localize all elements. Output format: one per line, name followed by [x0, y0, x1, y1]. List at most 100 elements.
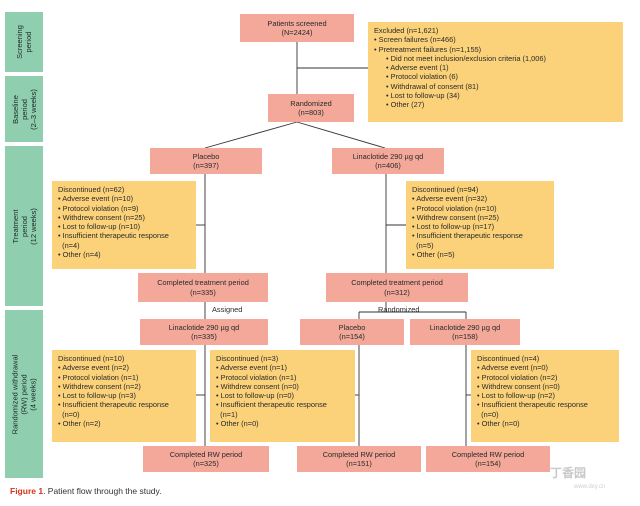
disc-line: • Adverse event (n=10) — [58, 194, 134, 204]
disc-line: • Withdrew consent (n=25) — [58, 212, 146, 222]
linaclotide-label: Linaclotide 290 µg qd — [352, 151, 424, 161]
completed-treatment-label: Completed treatment period — [157, 278, 249, 288]
completed-rw-label: Completed RW period — [169, 449, 243, 459]
disc-line: • Protocol violation (n=2) — [477, 372, 558, 382]
watermark-logo: 丁香园 — [550, 466, 587, 480]
disc-line: • Protocol violation (n=9) — [58, 203, 139, 213]
completed-rw2-box: Completed RW period (n=151) — [297, 446, 421, 472]
disc-line: • Lost to follow-up (n=0) — [216, 391, 294, 401]
disc-line: • Insufficient therapeutic response — [412, 231, 523, 241]
disc-line: • Insufficient therapeutic response — [477, 400, 588, 410]
completed-rw-count: (n=154) — [475, 459, 501, 468]
randomized-label: Randomized — [290, 98, 332, 108]
figure-caption-text: . Patient flow through the study. — [43, 486, 162, 496]
disc-line: • Other (n=5) — [412, 250, 455, 260]
disc-line: Discontinued (n=4) — [477, 354, 540, 363]
excluded-item: • Protocol violation (6) — [386, 72, 459, 82]
excluded-title: Excluded (n=1,621) — [374, 26, 439, 35]
disc-line: Discontinued (n=62) — [58, 185, 125, 194]
disc-line: • Lost to follow-up (n=10) — [58, 222, 141, 232]
disc-line: (n=0) — [477, 409, 499, 419]
disc-line: Discontinued (n=3) — [216, 354, 279, 363]
patients-screened-count: (N=2424) — [281, 28, 313, 37]
rw-linaclotide-label: Linaclotide 290 µg qd — [429, 322, 501, 332]
phase-treatment-label: Treatment period (12 weeks) — [10, 207, 38, 245]
disc-line: • Protocol violation (n=10) — [412, 203, 497, 213]
phase-screening: Screening period — [5, 12, 43, 72]
disc-line: (n=0) — [58, 409, 80, 419]
excluded-item: • Other (27) — [386, 100, 425, 110]
completed-rw-count: (n=325) — [193, 459, 219, 468]
disc-line: • Adverse event (n=2) — [58, 363, 129, 373]
assigned-label: Assigned — [212, 305, 243, 314]
completed-treatment-count: (n=312) — [384, 287, 410, 297]
rw-placebo-label: Placebo — [338, 322, 366, 332]
disc-line: • Withdrew consent (n=25) — [412, 212, 500, 222]
excluded-item: • Lost to follow-up (34) — [386, 91, 460, 101]
disc-line: (n=1) — [216, 409, 238, 419]
disc-line: • Insufficient therapeutic response — [58, 231, 169, 241]
disc-line: • Adverse event (n=1) — [216, 363, 287, 373]
rw-linaclotide-assigned-box: Linaclotide 290 µg qd (n=335) — [140, 319, 268, 345]
placebo-label: Placebo — [192, 151, 220, 161]
completed-treatment-count: (n=335) — [190, 287, 216, 297]
excluded-pretreatment: • Pretreatment failures (n=1,155) — [374, 44, 482, 54]
completed-treatment-linaclotide-box: Completed treatment period (n=312) — [326, 273, 468, 302]
randomized-to-lina-line — [296, 121, 386, 149]
phase-withdrawal: Randomized withdrawal (RW) period (4 wee… — [5, 310, 43, 478]
randomized-count: (n=803) — [298, 108, 324, 117]
excluded-screen-failures: • Screen failures (n=466) — [374, 35, 456, 45]
discontinued-rw1-box: Discontinued (n=10) • Adverse event (n=2… — [52, 350, 196, 442]
completed-rw-label: Completed RW period — [451, 449, 525, 459]
disc-line: Discontinued (n=94) — [412, 185, 479, 194]
excluded-box: Excluded (n=1,621) • Screen failures (n=… — [368, 22, 623, 122]
linaclotide-box: Linaclotide 290 µg qd (n=406) — [332, 148, 444, 174]
excluded-item: • Withdrawal of consent (81) — [386, 81, 479, 91]
disc-line: Discontinued (n=10) — [58, 354, 125, 363]
patients-screened-box: Patients screened (N=2424) — [240, 14, 354, 42]
rw-linaclotide-count: (n=158) — [452, 332, 478, 341]
disc-line: • Lost to follow-up (n=2) — [477, 391, 555, 401]
completed-treatment-label: Completed treatment period — [351, 278, 443, 288]
disc-line: • Other (n=0) — [477, 419, 520, 429]
completed-treatment-placebo-box: Completed treatment period (n=335) — [138, 273, 268, 302]
phase-treatment: Treatment period (12 weeks) — [5, 146, 43, 306]
disc-line: • Adverse event (n=32) — [412, 194, 488, 204]
disc-line: • Withdrew consent (n=0) — [477, 381, 560, 391]
disc-line: • Protocol violation (n=1) — [216, 372, 297, 382]
disc-line: (n=4) — [58, 240, 80, 250]
disc-line: • Other (n=4) — [58, 250, 101, 260]
excluded-item: • Adverse event (1) — [386, 63, 449, 73]
rw-placebo-box: Placebo (n=154) — [300, 319, 404, 345]
discontinued-rw3-box: Discontinued (n=4) • Adverse event (n=0)… — [471, 350, 619, 442]
disc-line: • Withdrew consent (n=2) — [58, 381, 141, 391]
patients-screened-label: Patients screened — [267, 18, 327, 28]
disc-line: • Protocol violation (n=1) — [58, 372, 139, 382]
phase-withdrawal-label: Randomized withdrawal (RW) period (4 wee… — [10, 354, 38, 434]
randomized-box: Randomized (n=803) — [268, 94, 354, 122]
placebo-count: (n=397) — [193, 161, 219, 170]
disc-line: • Adverse event (n=0) — [477, 363, 548, 373]
completed-rw1-box: Completed RW period (n=325) — [143, 446, 269, 472]
rw-linaclotide-count: (n=335) — [191, 332, 217, 341]
disc-line: • Other (n=0) — [216, 419, 259, 429]
disc-line: • Lost to follow-up (n=17) — [412, 222, 495, 232]
phase-baseline-label: Baseline period (2–3 weeks) — [10, 88, 38, 130]
figure-number: Figure 1 — [10, 486, 44, 496]
disc-line: • Insufficient therapeutic response — [216, 400, 327, 410]
excluded-item: • Did not meet inclusion/exclusion crite… — [386, 53, 546, 63]
linaclotide-count: (n=406) — [375, 161, 401, 170]
rw-linaclotide-randomized-box: Linaclotide 290 µg qd (n=158) — [410, 319, 520, 345]
watermark-url: www.dxy.cn — [574, 484, 606, 490]
disc-line: • Lost to follow-up (n=3) — [58, 391, 136, 401]
discontinued-placebo-box: Discontinued (n=62) • Adverse event (n=1… — [52, 181, 196, 269]
disc-line: • Other (n=2) — [58, 419, 101, 429]
discontinued-rw2-box: Discontinued (n=3) • Adverse event (n=1)… — [210, 350, 355, 442]
phase-baseline: Baseline period (2–3 weeks) — [5, 76, 43, 142]
completed-rw-count: (n=151) — [346, 459, 372, 468]
randomized-rw-label: Randomized — [378, 305, 420, 314]
discontinued-linaclotide-box: Discontinued (n=94) • Adverse event (n=3… — [406, 181, 554, 269]
disc-line: • Withdrew consent (n=0) — [216, 381, 299, 391]
figure-caption: Figure 1. Patient flow through the study… — [10, 486, 162, 496]
